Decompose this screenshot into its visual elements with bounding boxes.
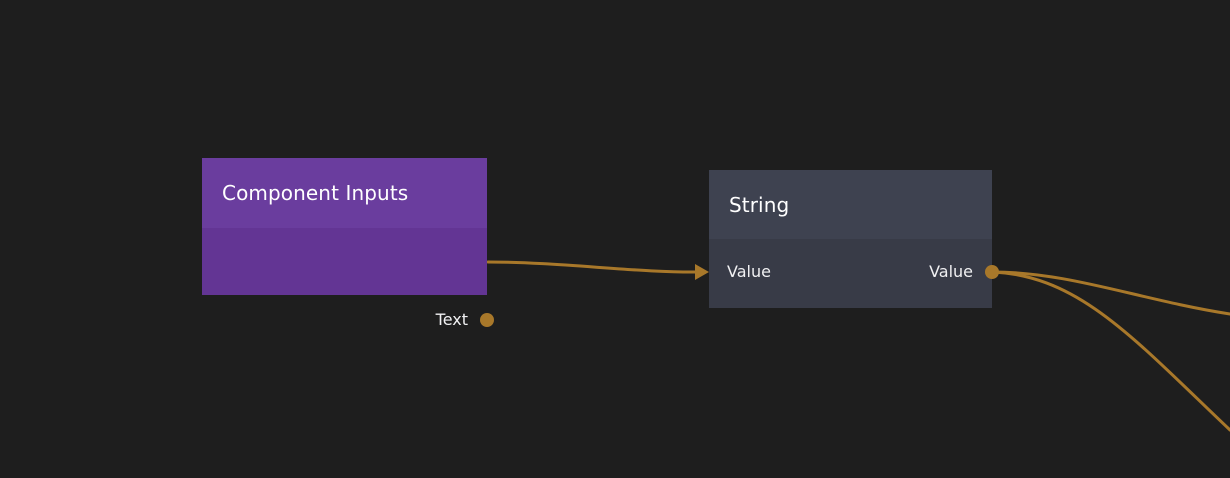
- output-port-value[interactable]: [985, 265, 999, 279]
- port-row-value: Value Value: [695, 260, 999, 284]
- port-label-value-output: Value: [929, 262, 973, 281]
- port-row-text: Text: [202, 308, 494, 332]
- port-label-text: Text: [435, 310, 468, 329]
- edge-text-to-value: [486, 260, 702, 274]
- output-port-text[interactable]: [480, 313, 494, 327]
- node-string-body: Value Value: [695, 239, 999, 308]
- node-component-inputs-title: Component Inputs: [222, 181, 409, 205]
- node-component-inputs-header[interactable]: Component Inputs: [202, 158, 487, 228]
- node-component-inputs[interactable]: Component Inputs Text: [202, 158, 494, 329]
- input-port-value-arrow-icon[interactable]: [695, 264, 709, 280]
- node-component-inputs-body: Text: [202, 228, 494, 329]
- port-label-value-input: Value: [727, 262, 771, 281]
- edge-value-out-upper: [991, 270, 1230, 316]
- node-string-header[interactable]: String: [709, 170, 992, 239]
- node-string-title: String: [729, 192, 790, 217]
- node-string[interactable]: String Value Value: [695, 170, 999, 308]
- edge-value-out-lower: [991, 270, 1230, 432]
